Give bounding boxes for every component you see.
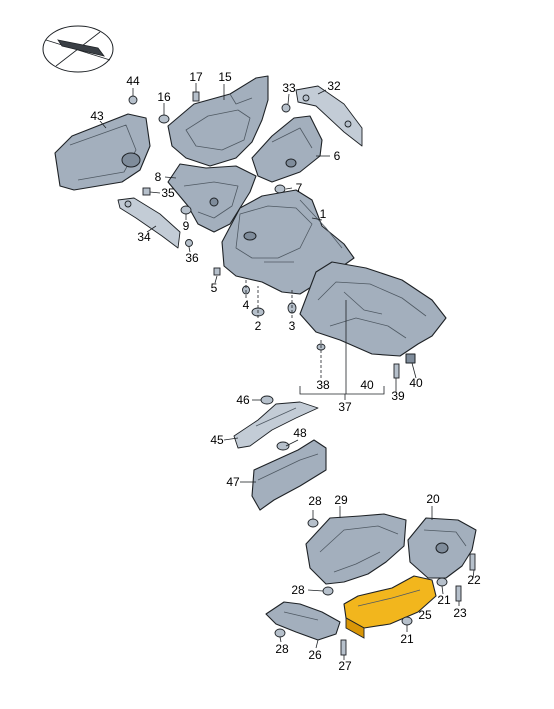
label-47: 47 bbox=[226, 475, 240, 489]
label-26: 26 bbox=[308, 648, 322, 662]
label-37: 37 bbox=[338, 400, 352, 414]
part-33-nut bbox=[281, 103, 291, 113]
label-43: 43 bbox=[90, 109, 104, 123]
part-22-bolt bbox=[469, 553, 476, 571]
label-20: 20 bbox=[426, 492, 440, 506]
part-44-clip bbox=[128, 95, 138, 105]
part-25-heat-shield-highlighted bbox=[343, 575, 437, 639]
label-48: 48 bbox=[293, 426, 307, 440]
label-8: 8 bbox=[155, 170, 162, 184]
label-29: 29 bbox=[334, 493, 348, 507]
label-35: 35 bbox=[161, 186, 175, 200]
part-1-tunnel-heat-shield bbox=[221, 189, 355, 295]
part-39-bolt bbox=[393, 363, 400, 379]
label-15: 15 bbox=[218, 70, 232, 84]
label-28-b: 28 bbox=[291, 583, 305, 597]
part-47-heat-shield bbox=[251, 439, 327, 511]
label-3: 3 bbox=[289, 319, 296, 333]
part-16-nut bbox=[158, 114, 170, 124]
part-21-nut-b bbox=[401, 616, 413, 626]
part-23-bolt bbox=[455, 585, 462, 602]
part-46-nut bbox=[260, 395, 274, 405]
label-23: 23 bbox=[453, 606, 467, 620]
part-29-rear-heat-shield bbox=[305, 513, 407, 585]
label-32: 32 bbox=[327, 79, 341, 93]
label-40-a: 40 bbox=[360, 378, 374, 392]
label-28-c: 28 bbox=[275, 642, 289, 656]
label-28-a: 28 bbox=[308, 494, 322, 508]
label-5: 5 bbox=[211, 281, 218, 295]
part-28-clip-a bbox=[307, 518, 319, 528]
part-20-heat-shield bbox=[407, 517, 477, 579]
leader-lines bbox=[99, 83, 475, 660]
part-6-heat-shield bbox=[251, 115, 323, 183]
label-16: 16 bbox=[157, 90, 171, 104]
part-8-heat-shield bbox=[167, 163, 257, 233]
label-21-a: 21 bbox=[437, 593, 451, 607]
part-45-heat-shield bbox=[233, 401, 319, 449]
part-35-bolt bbox=[142, 187, 151, 196]
label-17: 17 bbox=[189, 70, 203, 84]
label-22: 22 bbox=[467, 573, 481, 587]
label-33: 33 bbox=[282, 81, 296, 95]
part-48-clip bbox=[276, 441, 290, 451]
part-9-nut bbox=[180, 205, 192, 215]
label-1: 1 bbox=[320, 207, 327, 221]
label-36: 36 bbox=[185, 251, 199, 265]
label-4: 4 bbox=[243, 298, 250, 312]
part-28-clip-c bbox=[274, 628, 286, 638]
label-21-b: 21 bbox=[400, 632, 414, 646]
label-46: 46 bbox=[236, 393, 250, 407]
part-15-heat-shield bbox=[167, 75, 269, 167]
part-5-clip bbox=[213, 267, 221, 276]
label-45: 45 bbox=[210, 433, 224, 447]
label-6: 6 bbox=[334, 149, 341, 163]
label-25: 25 bbox=[418, 608, 432, 622]
part-36-nut bbox=[185, 239, 193, 247]
part-34-bracket bbox=[117, 197, 181, 249]
part-26-heat-shield bbox=[265, 601, 341, 641]
label-7: 7 bbox=[296, 181, 303, 195]
label-34: 34 bbox=[137, 230, 151, 244]
part-32-bracket bbox=[295, 85, 363, 147]
label-9: 9 bbox=[183, 219, 190, 233]
label-38: 38 bbox=[316, 378, 330, 392]
part-27-bolt bbox=[340, 639, 347, 656]
label-27: 27 bbox=[338, 659, 352, 673]
label-44: 44 bbox=[126, 74, 140, 88]
label-2: 2 bbox=[255, 319, 262, 333]
part-28-clip-b bbox=[322, 586, 334, 596]
part-43-heat-shield bbox=[54, 113, 151, 191]
vehicle-orientation-icon bbox=[42, 25, 114, 73]
part-40-floor-heat-shield bbox=[299, 261, 447, 364]
part-21-nut-a bbox=[436, 577, 448, 587]
part-callout-labels: 44 16 17 15 43 33 32 6 7 8 35 9 34 36 1 … bbox=[90, 70, 481, 673]
label-39: 39 bbox=[391, 389, 405, 403]
label-40-b: 40 bbox=[409, 376, 423, 390]
part-17-bolt bbox=[192, 91, 200, 102]
